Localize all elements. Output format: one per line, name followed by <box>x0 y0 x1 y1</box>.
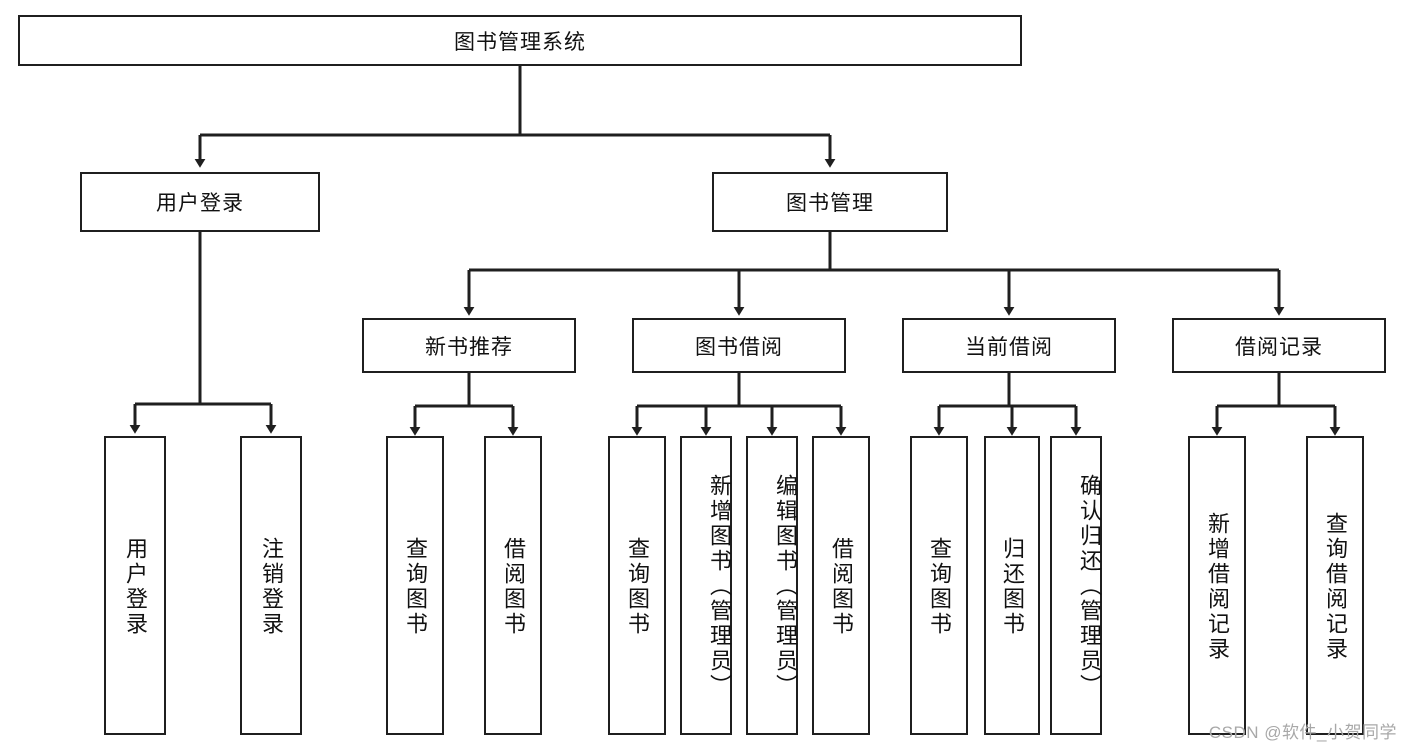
leaf-logout-login[interactable]: 注销登录 <box>240 436 302 735</box>
node-current-borrow[interactable]: 当前借阅 <box>902 318 1116 373</box>
leaf-query-book-current[interactable]: 查询图书 <box>910 436 968 735</box>
leaf-add-book-admin[interactable]: 新增图书（管理员） <box>680 436 732 735</box>
leaf-query-book-borrow[interactable]: 查询图书 <box>608 436 666 735</box>
book-borrow-to-leaves-connectors <box>631 373 847 436</box>
leaf-query-borrow-record[interactable]: 查询借阅记录 <box>1306 436 1364 735</box>
leaf-user-login[interactable]: 用户登录 <box>104 436 166 735</box>
borrow-record-to-leaves-connectors <box>1211 373 1341 436</box>
node-user-login[interactable]: 用户登录 <box>80 172 320 232</box>
root-to-level2-connectors <box>194 66 836 168</box>
leaf-borrow-book-recommend[interactable]: 借阅图书 <box>484 436 542 735</box>
leaf-query-book-recommend[interactable]: 查询图书 <box>386 436 444 735</box>
leaf-add-borrow-record[interactable]: 新增借阅记录 <box>1188 436 1246 735</box>
node-new-book-recommend[interactable]: 新书推荐 <box>362 318 576 373</box>
node-book-management[interactable]: 图书管理 <box>712 172 948 232</box>
node-borrow-record[interactable]: 借阅记录 <box>1172 318 1386 373</box>
node-book-borrow[interactable]: 图书借阅 <box>632 318 846 373</box>
leaf-confirm-return-admin[interactable]: 确认归还（管理员） <box>1050 436 1102 735</box>
leaf-borrow-book[interactable]: 借阅图书 <box>812 436 870 735</box>
node-root[interactable]: 图书管理系统 <box>18 15 1022 66</box>
new-book-to-leaves-connectors <box>409 373 519 436</box>
user-login-to-leaves-connectors <box>129 232 277 434</box>
book-mgmt-to-level3-connectors <box>463 232 1285 316</box>
current-borrow-to-leaves-connectors <box>933 373 1082 436</box>
leaf-edit-book-admin[interactable]: 编辑图书（管理员） <box>746 436 798 735</box>
watermark-text: CSDN @软件_小贺同学 <box>1208 723 1397 742</box>
leaf-return-book[interactable]: 归还图书 <box>984 436 1040 735</box>
